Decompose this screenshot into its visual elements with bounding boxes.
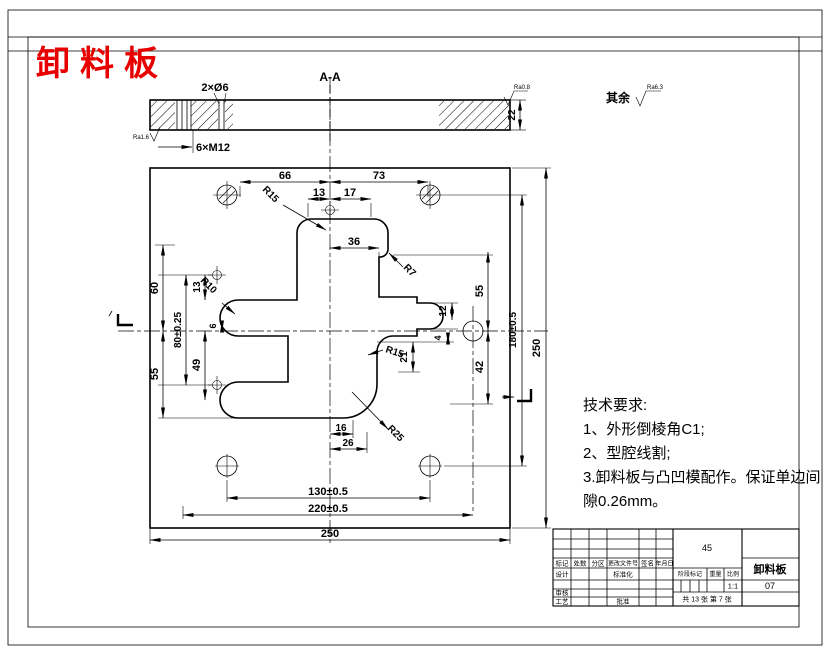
surface-note-value: Ra6.3 [647,85,664,91]
dim-13-top: 13 [313,187,325,199]
dim-55-left: 55 [149,368,161,380]
tech-line-0: 技术要求: [583,397,648,414]
title-block: 标记 处数 分区 更改文件号 签名 年月日 设计 标准化 审核 工艺 批准 45… [552,528,800,607]
tb-stage-label: 阶段标记 [678,570,702,578]
dim-thickness: 22 [507,109,518,121]
tech-line-1: 1、外形倒棱角C1; [583,421,705,438]
dim-49: 49 [191,359,203,371]
cut-plane-mark-right [502,389,533,403]
tb-scale-label: 比例 [727,570,739,578]
dim-80: 80±0.25 [173,312,184,349]
tb-row-approve: 批准 [617,597,631,606]
corner-hole-bottom-right [418,454,442,478]
surface-note-prefix: 其余 [606,90,631,105]
corner-hole-top-right [416,181,444,209]
tb-col-date: 年月日 [655,560,673,568]
tech-requirements: 技术要求: 1、外形倒棱角C1; 2、型腔线割; 3.卸料板与凸凹模配作。保证单… [583,394,821,514]
dim-55-right: 55 [474,285,486,297]
tb-col-docno: 更改文件号 [608,560,638,568]
tb-row-process: 工艺 [556,598,570,606]
dim-130: 130±0.5 [308,486,348,498]
radius-r25: R25 [385,423,406,444]
dim-6: 6 [208,323,218,328]
tb-scale-value: 1:1 [728,582,738,591]
tech-line-2: 2、型腔线割; [583,445,671,462]
roughness-mark-right: Ra0.8 [503,85,531,106]
roughness-rest-icon [635,90,661,107]
dim-holes-bottom: 6×M12 [196,142,230,154]
plan-view [108,78,548,546]
tb-col-mark: 标记 [556,559,570,568]
roughness-mark-left: Ra1.6 [133,126,161,142]
tech-line-3: 3.卸料板与凸凹模配作。保证单边间 [583,469,821,486]
dim-holes-top: 2×Ø6 [201,82,228,94]
dim-66: 66 [279,170,291,182]
cut-plane-mark-left [108,310,133,327]
tb-row-standard: 标准化 [613,570,633,579]
dim-21: 21 [399,351,410,363]
dim-36: 36 [348,236,360,248]
dim-13-left: 13 [192,281,203,293]
dim-4: 4 [433,335,443,340]
dim-17: 17 [344,187,356,199]
radius-r7: R7 [401,262,418,279]
tb-col-zone: 分区 [592,559,606,568]
corner-hole-bottom-left [215,454,239,478]
tb-row-design: 设计 [556,570,570,579]
roughness-left-value: Ra1.6 [133,135,150,141]
wire-marker-top [321,201,339,219]
dim-16: 16 [335,423,347,434]
roughness-right-value: Ra0.8 [514,85,531,91]
side-hole [462,320,484,342]
tb-drawing-no: 07 [765,581,775,591]
tb-col-sign: 签名 [641,559,654,568]
dimensions: 66 73 13 17 36 60 55 80±0.25 13 49 6 55 … [149,167,551,544]
dim-26: 26 [342,438,354,449]
tech-line-4: 隙0.26mm。 [583,493,668,510]
tb-part-name: 卸料板 [754,562,788,576]
dim-250-bottom: 250 [321,528,339,540]
tb-col-count: 处数 [574,559,588,568]
page-title: 卸料板 [36,46,168,83]
radius-r15-mid: R15 [384,344,405,360]
section-view: A-A 2×Ø6 6×M12 22 Ra1.6 Ra0.8 [133,70,531,154]
section-label: A-A [319,70,341,84]
tb-material: 45 [702,543,712,553]
dim-60: 60 [149,282,161,294]
corner-hole-top-left [213,181,241,209]
dim-250-right: 250 [531,339,543,357]
tb-sheet-info: 共 13 张 第 7 张 [682,595,731,604]
dim-42: 42 [474,361,486,373]
radius-r15-top: R15 [260,184,281,205]
dim-12: 12 [438,305,449,317]
page-frame [7,9,823,646]
dim-73: 73 [373,170,385,182]
tb-weight-label: 重量 [709,570,721,578]
surface-note: 其余 Ra6.3 [606,85,664,107]
cavity-outline [219,218,444,419]
tb-row-audit: 审核 [556,588,570,597]
dim-180: 180±0.5 [508,312,519,349]
dim-220: 220±0.5 [308,503,348,515]
